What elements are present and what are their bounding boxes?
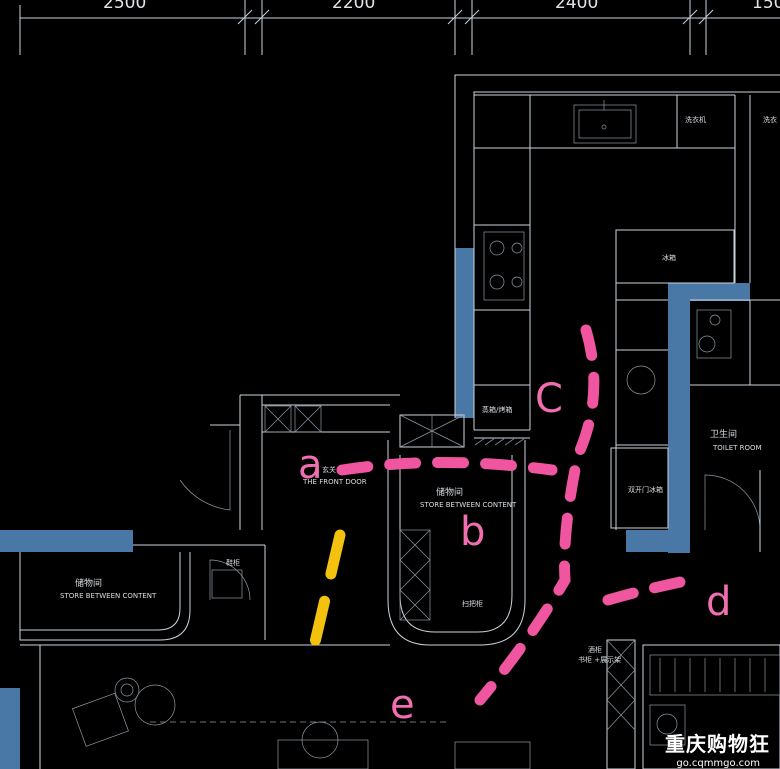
dimension-label-2: 2200 xyxy=(332,0,375,13)
sink-cabinet-label: 洗衣机 xyxy=(685,115,706,124)
entrance-label-cn: 玄关 xyxy=(322,465,336,474)
pink-route-a-b xyxy=(336,457,558,476)
broom-cabinet-label: 扫把柜 xyxy=(462,599,483,608)
left-storage: 鞋柜 储物间 STORE BETWEEN CONTENT xyxy=(19,544,266,641)
pink-route-d xyxy=(602,574,696,606)
left-storage-label-cn: 储物间 xyxy=(75,577,102,589)
watermark-main: 重庆购物狂 xyxy=(665,732,770,756)
toilet-label-en: TOILET ROOM xyxy=(712,444,762,452)
marker-b: b xyxy=(460,509,485,555)
dimension-label-3: 2400 xyxy=(555,0,598,13)
living-furniture xyxy=(20,644,531,769)
dimension-bar: 2500 2200 2400 150 xyxy=(19,0,780,55)
marker-d: d xyxy=(706,579,731,625)
double-fridge-label: 双开门冰箱 xyxy=(628,485,663,494)
shoe-cabinet-label: 鞋柜 xyxy=(226,558,240,567)
display-cabinet-label: 书柜 +展示架 xyxy=(578,655,621,664)
hatch-pattern xyxy=(474,437,526,446)
center-storage-label-en: STORE BETWEEN CONTENT xyxy=(420,501,517,509)
right-cabinets: 酒柜 书柜 +展示架 xyxy=(578,639,780,769)
toilet-room: 卫生间 TOILET ROOM xyxy=(690,299,780,552)
left-storage-label-en: STORE BETWEEN CONTENT xyxy=(60,592,157,600)
marker-c: C xyxy=(535,376,563,422)
pink-route-c-e xyxy=(474,324,600,706)
structural-walls xyxy=(0,248,750,769)
entrance-label-en: THE FRONT DOOR xyxy=(302,478,367,486)
yellow-route xyxy=(306,529,346,661)
fridge-label: 冰箱 xyxy=(662,253,676,262)
watermark-sub: go.cqmmgo.com xyxy=(676,758,760,769)
marker-a: a xyxy=(298,442,323,488)
kitchen-right-column: 冰箱 双开门冰箱 xyxy=(610,229,735,530)
center-storage-label-cn: 储物间 xyxy=(436,486,463,498)
center-storage: 储物间 STORE BETWEEN CONTENT 扫把柜 xyxy=(387,414,526,646)
oven-label: 蒸箱/烤箱 xyxy=(482,405,512,414)
dimension-label-1: 2500 xyxy=(103,0,146,13)
entrance-area: 玄关 THE FRONT DOOR xyxy=(179,394,400,530)
marker-e: e xyxy=(390,682,415,728)
dimension-label-4: 150 xyxy=(752,0,780,13)
top-right-label: 洗衣 xyxy=(763,115,777,124)
toilet-label-cn: 卫生间 xyxy=(710,428,737,440)
wine-cabinet-label: 酒柜 xyxy=(588,645,602,654)
kitchen-outline: 蒸箱/烤箱 洗衣机 洗衣 xyxy=(454,74,780,439)
